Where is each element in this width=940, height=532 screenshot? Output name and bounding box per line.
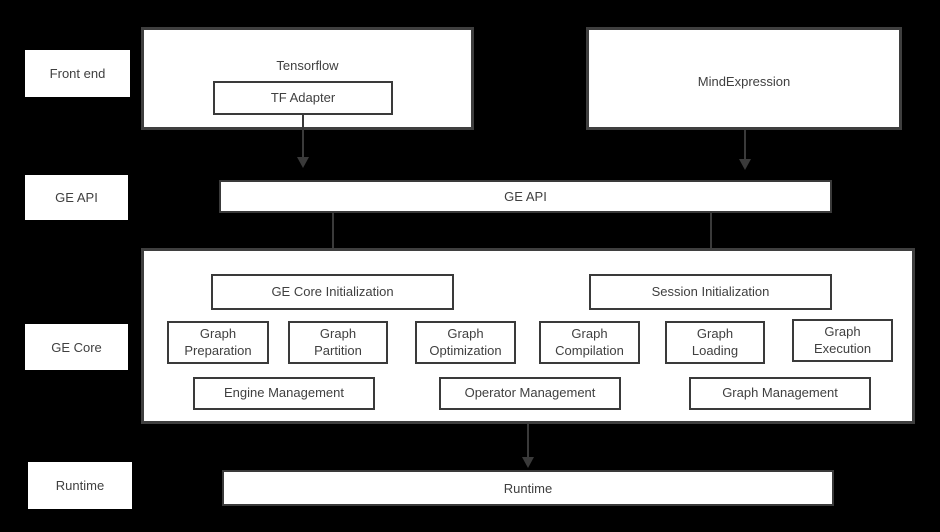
layer-label-front-end: Front end bbox=[25, 50, 130, 97]
arrow-tf-adapter-to-ge-api-line bbox=[302, 115, 304, 160]
graph-loading-label: Graph Loading bbox=[691, 326, 739, 358]
session-initialization-label: Session Initialization bbox=[651, 283, 770, 299]
operator-management-label: Operator Management bbox=[464, 385, 596, 401]
graph-partition-label: Graph Partition bbox=[314, 326, 362, 358]
layer-label-ge-api: GE API bbox=[25, 175, 128, 220]
mindexpression-frame: MindExpression bbox=[586, 27, 902, 130]
graph-management-label: Graph Management bbox=[722, 385, 838, 401]
graph-execution-label: Graph Execution bbox=[813, 324, 872, 356]
runtime-label: Runtime bbox=[503, 480, 553, 496]
session-initialization-box[interactable]: Session Initialization bbox=[589, 274, 832, 310]
runtime-bar[interactable]: Runtime bbox=[222, 470, 834, 506]
ge-core-initialization-label: GE Core Initialization bbox=[271, 283, 394, 299]
graph-preparation-label: Graph Preparation bbox=[184, 326, 252, 358]
ge-api-label: GE API bbox=[504, 189, 547, 204]
graph-partition-box[interactable]: Graph Partition bbox=[288, 321, 388, 364]
graph-optimization-label: Graph Optimization bbox=[429, 326, 502, 358]
tf-adapter-box[interactable]: TF Adapter bbox=[213, 81, 393, 115]
arrow-tf-adapter-to-ge-api-head bbox=[297, 157, 309, 168]
arrow-ge-core-to-runtime-line bbox=[527, 424, 529, 460]
layer-label-ge-api-text: GE API bbox=[55, 190, 98, 205]
graph-optimization-box[interactable]: Graph Optimization bbox=[415, 321, 516, 364]
graph-compilation-label: Graph Compilation bbox=[555, 326, 624, 358]
graph-management-box[interactable]: Graph Management bbox=[689, 377, 871, 410]
layer-label-front-end-text: Front end bbox=[49, 66, 106, 81]
arrow-mindexpression-to-ge-api-head bbox=[739, 159, 751, 170]
mindexpression-title: MindExpression bbox=[697, 74, 791, 89]
engine-management-box[interactable]: Engine Management bbox=[193, 377, 375, 410]
tf-adapter-label: TF Adapter bbox=[270, 89, 336, 105]
arrow-mindexpression-to-ge-api-line bbox=[744, 130, 746, 162]
arrow-ge-core-to-runtime-head bbox=[522, 457, 534, 468]
tensorflow-title: Tensorflow bbox=[276, 58, 339, 73]
layer-label-ge-core-text: GE Core bbox=[51, 339, 102, 355]
graph-preparation-box[interactable]: Graph Preparation bbox=[167, 321, 269, 364]
ge-core-initialization-box[interactable]: GE Core Initialization bbox=[211, 274, 454, 310]
engine-management-label: Engine Management bbox=[224, 385, 344, 401]
graph-execution-box[interactable]: Graph Execution bbox=[792, 319, 893, 362]
layer-label-runtime: Runtime bbox=[28, 462, 132, 509]
arrow-ge-api-to-core-init-line bbox=[332, 213, 334, 263]
layer-label-ge-core: GE Core bbox=[25, 324, 128, 370]
graph-compilation-box[interactable]: Graph Compilation bbox=[539, 321, 640, 364]
graph-loading-box[interactable]: Graph Loading bbox=[665, 321, 765, 364]
ge-api-bar[interactable]: GE API bbox=[219, 180, 832, 213]
layer-label-runtime-text: Runtime bbox=[55, 478, 105, 493]
operator-management-box[interactable]: Operator Management bbox=[439, 377, 621, 410]
arrow-ge-api-to-session-init-line bbox=[710, 213, 712, 263]
